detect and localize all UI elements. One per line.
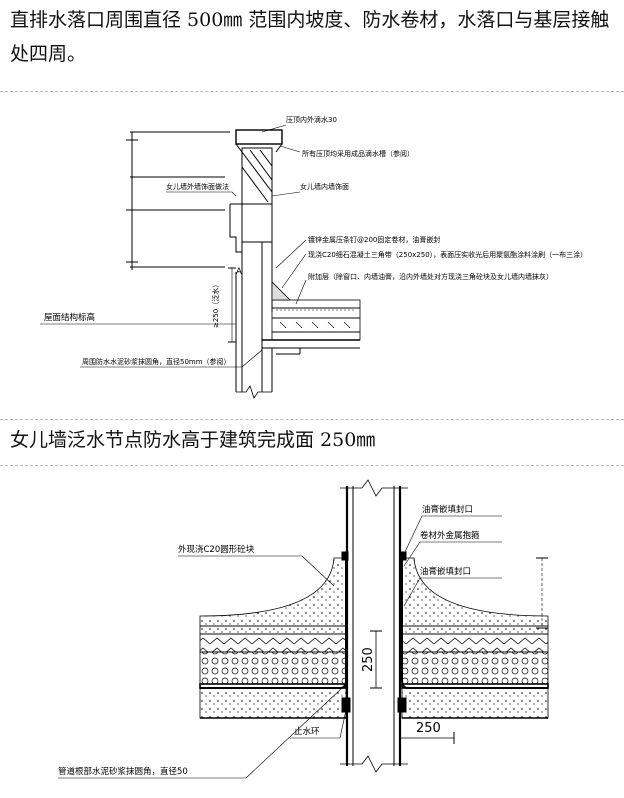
section2-caption: 女儿墙泛水节点防水高于建筑完成面 250㎜ xyxy=(10,429,376,451)
label-cant-block: 外现浇C20圆形砼块 xyxy=(178,544,255,555)
label-pipe-fillet: 周围防水水泥砂浆抹圆角，直径50mm（参阅） xyxy=(82,357,231,366)
section1-caption-row: 直排水落口周围直径 500㎜ 范围内坡度、防水卷材，水落口与基层接触处四周。 xyxy=(0,0,624,92)
label-coping-waterproof: 所有压顶均采用成品滴水槽（参阅） xyxy=(302,149,414,158)
label-parapet-inner-finish: 女儿墙内墙饰面 xyxy=(300,182,349,191)
label-water-stop-ring: 止水环 xyxy=(294,726,320,737)
label-pipe-root-fillet: 管道根部水泥砂浆抹圆角，直径50 xyxy=(58,766,188,777)
label-parapet-outer-finish: 女儿墙外墙饰面做法 xyxy=(166,182,229,191)
section1-caption: 直排水落口周围直径 500㎜ 范围内坡度、防水卷材，水落口与基层接触处四周。 xyxy=(10,9,610,65)
label-metal-batten: 镀锌金属压条钉@200固定卷材，油膏嵌封 xyxy=(308,235,440,244)
pipe-penetration-detail-drawing: 油膏嵌填封口 卷材外金属抱箍 油膏嵌填封口 外现浇C20圆形砼块 止水环 管道根… xyxy=(58,479,549,779)
label-dimension-horizontal: 250 xyxy=(416,721,441,736)
label-height-dimension: ≥250（泛水） xyxy=(211,281,220,328)
label-figure-marker: A xyxy=(236,267,242,277)
section2-caption-row: 女儿墙泛水节点防水高于建筑完成面 250㎜ xyxy=(0,420,624,466)
label-dimension-vertical: 250 xyxy=(361,647,376,672)
section1-drawing: 压顶内外滴水30 所有压顶均采用成品滴水槽（参阅） 女儿墙外墙饰面做法 女儿墙内… xyxy=(0,92,624,420)
label-coping-drip: 压顶内外滴水30 xyxy=(286,115,337,124)
label-metal-hoop: 卷材外金属抱箍 xyxy=(420,530,480,541)
label-roof-structure-elevation: 屋面结构标高 xyxy=(44,312,95,323)
label-sealant-top: 油膏嵌填封口 xyxy=(422,504,473,515)
label-sealant-second: 油膏嵌填封口 xyxy=(420,566,471,577)
label-concrete-cant: 现浇C20细石混凝土三角带（250x250），表面压实收光后用聚氨酯涂料涂刷（一… xyxy=(308,250,587,259)
label-additional-layer: 附加层（除窗口、内墙油膏，沿内外墙处对方现浇三角砼块及女儿墙内墙抹灰） xyxy=(308,272,553,281)
section2-drawing: 油膏嵌填封口 卷材外金属抱箍 油膏嵌填封口 外现浇C20圆形砼块 止水环 管道根… xyxy=(0,466,624,798)
parapet-outlet-detail-drawing: 压顶内外滴水30 所有压顶均采用成品滴水槽（参阅） 女儿墙外墙饰面做法 女儿墙内… xyxy=(40,115,587,399)
